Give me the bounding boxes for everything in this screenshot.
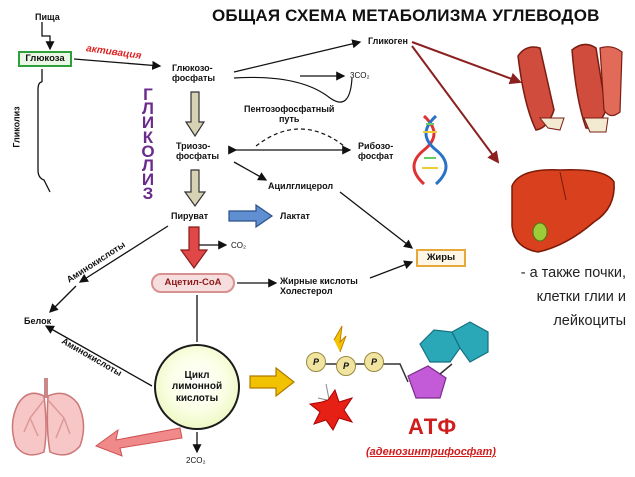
phosphate-1: P <box>306 352 326 372</box>
pyruvate-label: Пируват <box>171 211 209 221</box>
fatty-to-fats-arrow <box>369 260 414 279</box>
food-to-glucose-arrow <box>41 22 55 51</box>
phosphate-3: P <box>364 352 384 372</box>
glucose-phosphates-label: Глюкозо- фосфаты <box>172 63 216 84</box>
acylglycerol-label: Ацилглицерол <box>268 181 334 191</box>
amino-to-protein-arrow <box>49 285 77 313</box>
also-note: - а также почки, клетки глии и лейкоциты <box>496 261 626 333</box>
acetyl-coa-box: Ацетил-CoA <box>151 273 235 293</box>
citric-acid-cycle-label: Цикл лимонной кислоты <box>171 369 223 404</box>
pentose-curve <box>233 76 353 103</box>
pyruvate-to-acetyl-arrow <box>179 226 209 270</box>
food-label: Пища <box>35 12 60 22</box>
activation-arrow <box>73 58 162 70</box>
glycogen-to-liver-arrow <box>411 45 500 164</box>
lungs-icon <box>11 378 85 456</box>
fatty-acids-label: Жирные кислоты Холестерол <box>280 276 358 297</box>
glycolysis-vertical-label: ГЛИКОЛИЗ <box>141 85 155 204</box>
co2-label: CO₂ <box>231 241 247 250</box>
glycogen-to-muscle-arrow <box>411 41 522 85</box>
triose-phosphates-label: Триозо- фосфаты <box>176 141 220 162</box>
ribose-phosphate-label: Рибозо- фосфат <box>358 141 394 162</box>
dna-helix-icon <box>412 114 448 186</box>
glycolysis-arrow-1 <box>184 91 206 138</box>
atp-full-name: (аденозинтрифосфат) <box>366 446 496 458</box>
to-acylglycerol-arrow <box>233 161 268 181</box>
lactate-label: Лактат <box>280 211 310 221</box>
glycolysis-bracket <box>37 69 51 193</box>
page-title: ОБЩАЯ СХЕМА МЕТАБОЛИЗМА УГЛЕВОДОВ <box>212 6 600 25</box>
glycolysis-arrow-2 <box>183 169 207 208</box>
citric-acid-cycle: Цикл лимонной кислоты <box>154 344 240 430</box>
glycolysis-side-label: Гликолиз <box>11 106 22 148</box>
fats-box: Жиры <box>416 249 466 267</box>
glycogen-label: Гликоген <box>368 36 408 46</box>
also-note-line: - а также почки, <box>520 265 626 281</box>
muscle-icon <box>517 43 623 133</box>
atp-label: АТФ <box>408 414 458 439</box>
atp-molecule-icon <box>308 321 489 431</box>
pyruvate-to-amino-arrow <box>78 225 169 283</box>
to-glycogen-arrow <box>233 39 362 73</box>
liver-icon <box>511 169 615 253</box>
also-note-line: клетки глии и <box>536 289 626 305</box>
co2-to-lungs-arrow <box>94 427 183 457</box>
pentose-dashed-arc <box>255 128 345 147</box>
co2-2-label: 2CO₂ <box>186 456 206 465</box>
acylglycerol-to-fats-arrow <box>339 191 414 249</box>
co2-3-label: 3CO₂ <box>350 71 370 80</box>
pyruvate-to-lactate-arrow <box>228 203 274 229</box>
also-note-line: лейкоциты <box>553 313 626 329</box>
krebs-to-atp-arrow <box>249 366 295 398</box>
protein-label: Белок <box>24 316 52 326</box>
krebs-to-amino-arrow <box>44 325 153 387</box>
phosphate-2: P <box>336 356 356 376</box>
glucose-box: Глюкоза <box>18 51 72 67</box>
pentose-pathway-label: Пентозофосфатный путь <box>244 104 335 125</box>
